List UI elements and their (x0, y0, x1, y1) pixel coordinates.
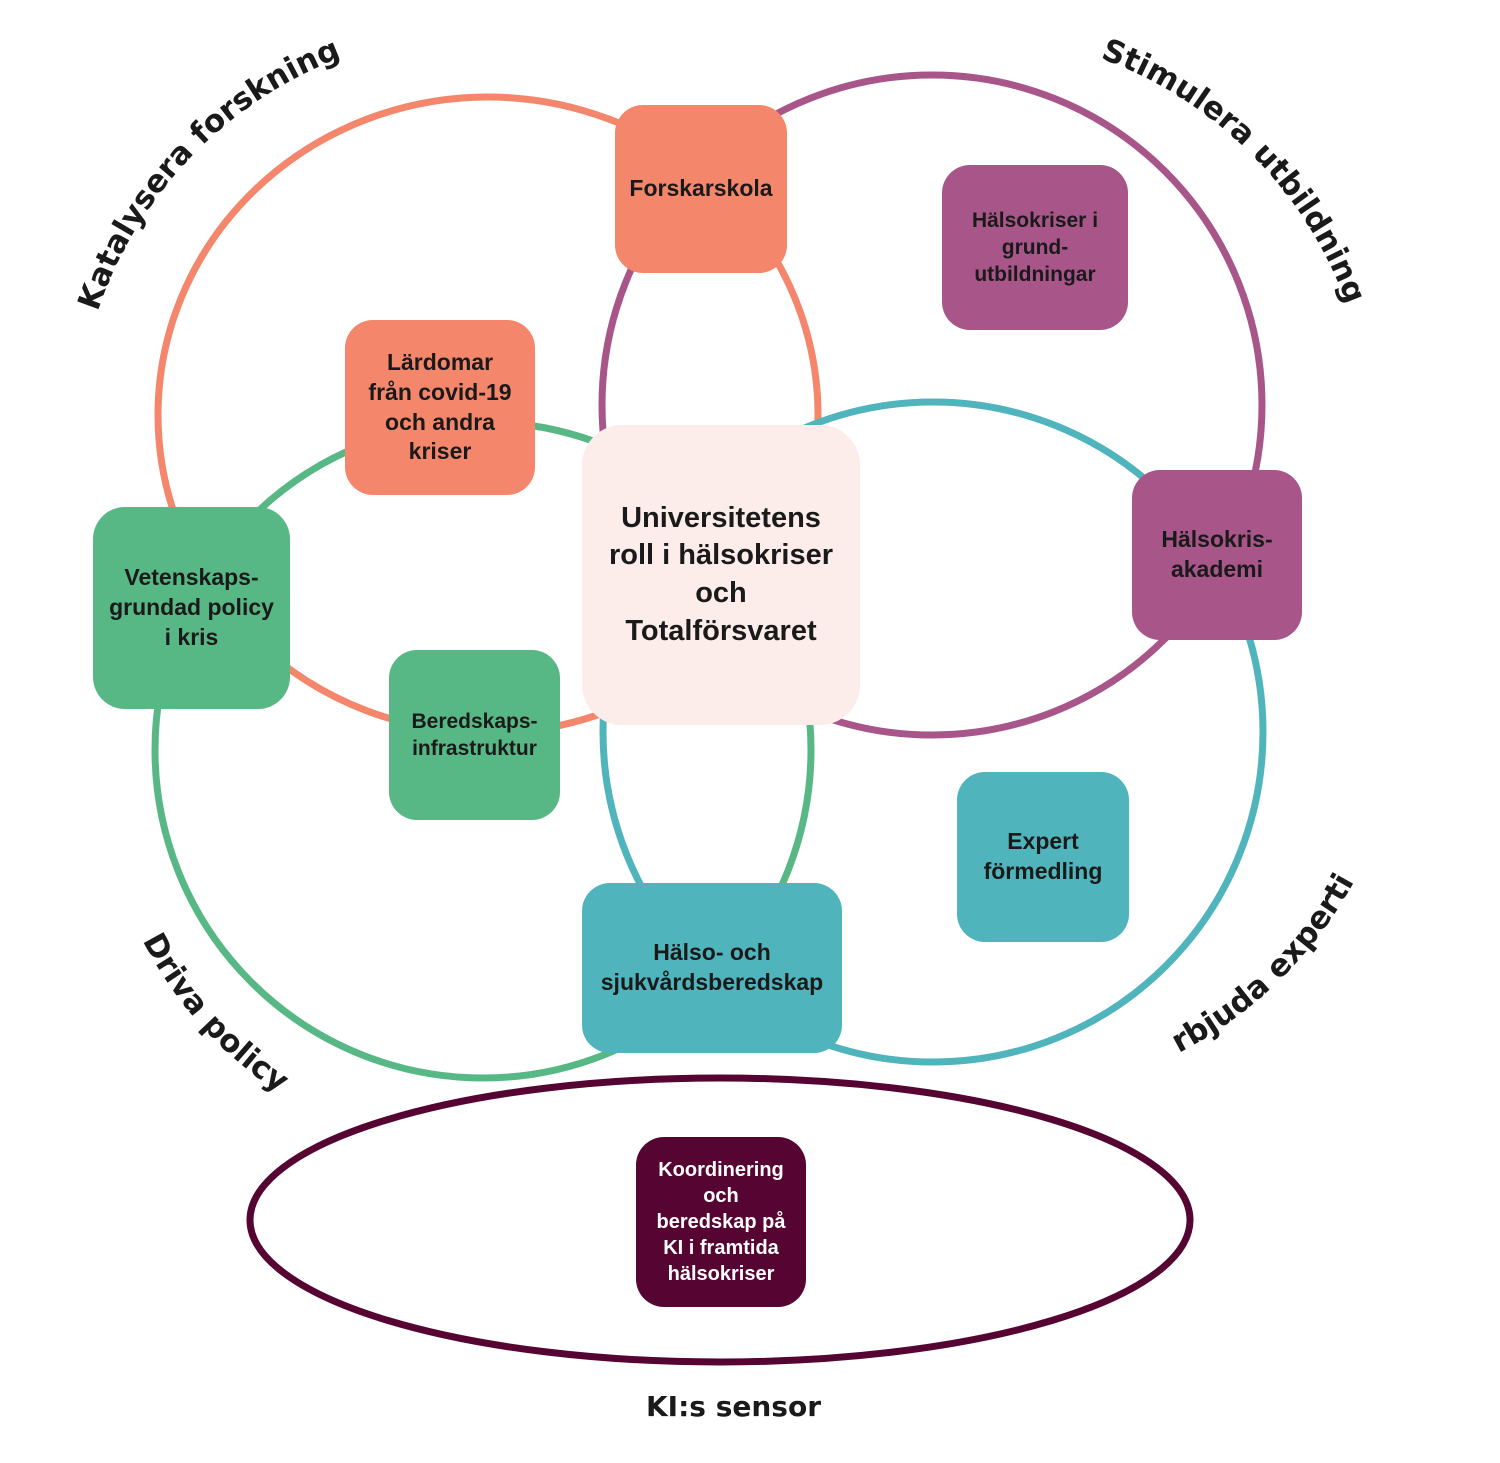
box-koordinering: Koordinering och beredskap på KI i framt… (636, 1137, 806, 1307)
center-box-title: Universitetens roll i hälsokriser och To… (608, 501, 834, 647)
box-forskarskola: Forskarskola (615, 105, 787, 273)
label-kis-sensor: KI:s sensor (645, 1390, 822, 1423)
label-katalysera-forskning-text: Katalysera forskning (71, 31, 344, 314)
box-beredskapsinfrastruktur: Beredskaps- infrastruktur (389, 650, 560, 820)
box-halso-sjukvardsberedskap-label: Hälso- och sjukvårdsberedskap (600, 939, 824, 995)
box-lardomar-covid: Lärdomar från covid-19 och andra kriser (345, 320, 535, 495)
box-lardomar-covid-label: Lärdomar från covid-19 och andra kriser (368, 348, 512, 465)
box-forskarskola-label: Forskarskola (629, 175, 773, 202)
center-box: Universitetens roll i hälsokriser och To… (582, 425, 860, 725)
box-halsokris-akademi: Hälsokris- akademi (1132, 470, 1302, 640)
box-halsokriser-grundutbildningar: Hälsokriser i grund- utbildningar (942, 165, 1128, 330)
box-vetenskapsgrundad-policy-label: Vetenskaps- grundad policy i kris (109, 564, 274, 650)
box-beredskapsinfrastruktur-label: Beredskaps- infrastruktur (411, 709, 538, 760)
box-vetenskapsgrundad-policy: Vetenskaps- grundad policy i kris (93, 507, 290, 709)
box-expert-formedling-label: Expert förmedling (983, 828, 1103, 884)
ring-sensor (246, 1074, 1194, 1366)
label-driva-policy: Driva policy (135, 927, 295, 1100)
box-halso-sjukvardsberedskap: Hälso- och sjukvårdsberedskap (582, 883, 842, 1053)
label-driva-policy-text: Driva policy (135, 927, 295, 1100)
box-koordinering-label: Koordinering och beredskap på KI i framt… (656, 1159, 786, 1285)
box-halsokris-akademi-label: Hälsokris- akademi (1161, 526, 1273, 582)
ring-expertise (599, 398, 1267, 1066)
label-katalysera-forskning: Katalysera forskning (71, 31, 344, 314)
box-expert-formedling: Expert förmedling (957, 772, 1129, 942)
ring-education (598, 71, 1266, 739)
box-halsokriser-grundutbildningar-label: Hälsokriser i grund- utbildningar (971, 208, 1099, 287)
